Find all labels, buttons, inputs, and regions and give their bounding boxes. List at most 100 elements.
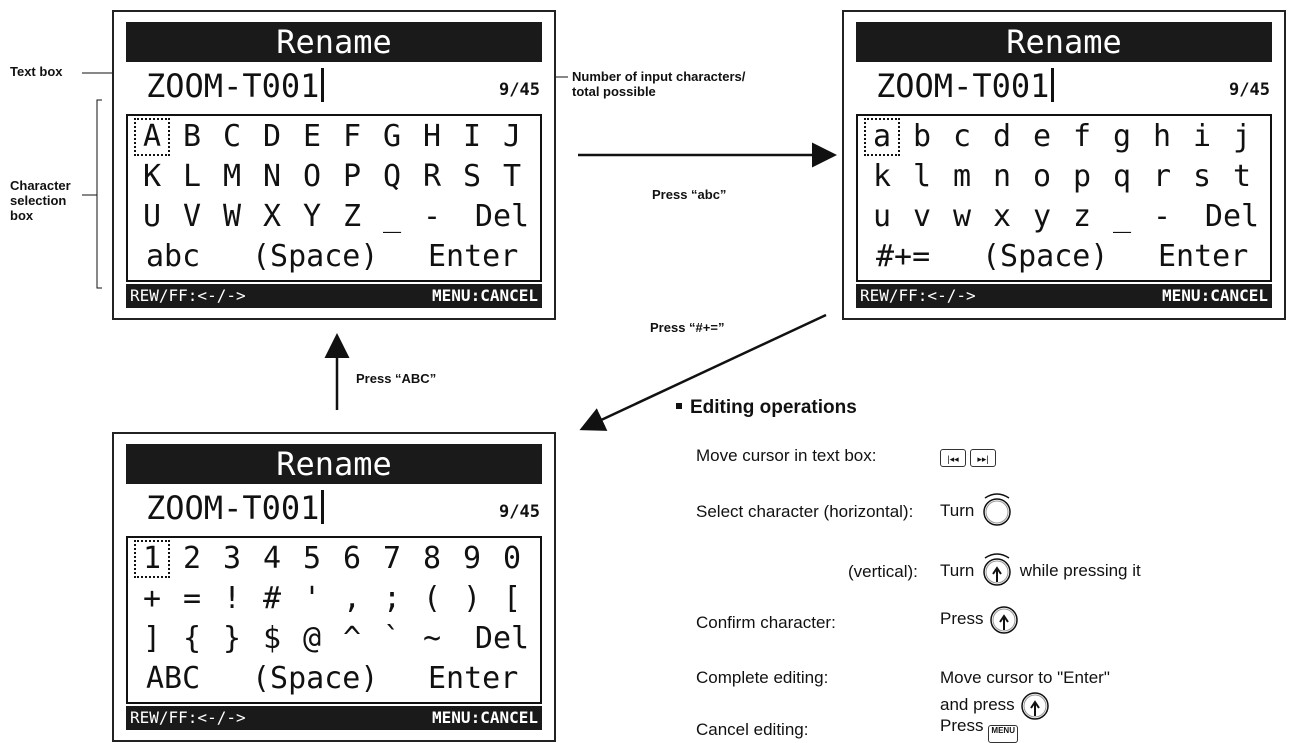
char-key[interactable]: , (342, 581, 362, 616)
char-key[interactable]: 6 (342, 541, 362, 576)
char-key[interactable]: E (302, 119, 322, 154)
char-key[interactable]: J (502, 119, 522, 154)
char-key[interactable]: z (1072, 199, 1092, 234)
char-key[interactable]: ^ (342, 621, 362, 656)
char-key[interactable]: 5 (302, 541, 322, 576)
char-key[interactable]: X (262, 199, 282, 234)
char-key[interactable]: 9 (462, 541, 482, 576)
char-key[interactable]: B (182, 119, 202, 154)
char-key[interactable]: c (952, 119, 972, 154)
char-key[interactable]: L (182, 159, 202, 194)
char-key[interactable]: O (302, 159, 322, 194)
char-key[interactable]: u (872, 199, 892, 234)
char-key[interactable]: 4 (262, 541, 282, 576)
press-sym-label: Press “#+=” (650, 320, 725, 335)
enter-key[interactable]: Enter (428, 239, 519, 274)
char-key[interactable]: r (1152, 159, 1172, 194)
char-key[interactable]: $ (262, 621, 282, 656)
space-key[interactable]: (Space) (982, 239, 1109, 274)
char-key[interactable]: ] (142, 621, 162, 656)
char-key[interactable]: ' (302, 581, 322, 616)
char-key[interactable]: b (912, 119, 932, 154)
char-key[interactable]: } (222, 621, 242, 656)
char-key[interactable]: # (262, 581, 282, 616)
char-key[interactable]: = (182, 581, 202, 616)
char-key[interactable]: U (142, 199, 162, 234)
char-key[interactable]: ) (462, 581, 482, 616)
op-cancel-value: Press MENU (940, 716, 1022, 743)
char-key[interactable]: T (502, 159, 522, 194)
op-cancel-label: Cancel editing: (696, 720, 809, 739)
char-key[interactable]: - (422, 199, 442, 234)
char-key[interactable]: F (342, 119, 362, 154)
char-key[interactable]: 2 (182, 541, 202, 576)
char-key[interactable]: [ (502, 581, 522, 616)
char-key[interactable]: V (182, 199, 202, 234)
char-key[interactable]: g (1112, 119, 1132, 154)
char-key[interactable]: S (462, 159, 482, 194)
char-key[interactable]: s (1192, 159, 1212, 194)
space-key[interactable]: (Space) (252, 239, 379, 274)
enter-key[interactable]: Enter (428, 661, 519, 696)
space-key[interactable]: (Space) (252, 661, 379, 696)
char-key[interactable]: o (1032, 159, 1052, 194)
mode-key[interactable]: #+= (876, 239, 931, 274)
char-key[interactable]: 1 (132, 538, 172, 580)
char-key[interactable]: Del (474, 621, 530, 656)
char-key[interactable]: R (422, 159, 442, 194)
char-key[interactable]: A (132, 116, 172, 158)
char-key[interactable]: Del (474, 199, 530, 234)
char-key[interactable]: Z (342, 199, 362, 234)
char-key[interactable]: @ (302, 621, 322, 656)
char-key[interactable]: d (992, 119, 1012, 154)
char-key[interactable]: e (1032, 119, 1052, 154)
enter-key[interactable]: Enter (1158, 239, 1249, 274)
char-key[interactable]: j (1232, 119, 1252, 154)
char-key[interactable]: x (992, 199, 1012, 234)
char-key[interactable]: n (992, 159, 1012, 194)
char-key[interactable]: D (262, 119, 282, 154)
char-key[interactable]: K (142, 159, 162, 194)
char-key[interactable]: y (1032, 199, 1052, 234)
char-key[interactable]: a (862, 116, 902, 158)
char-key[interactable]: Q (382, 159, 402, 194)
char-key[interactable]: P (342, 159, 362, 194)
char-key[interactable]: m (952, 159, 972, 194)
char-key[interactable]: + (142, 581, 162, 616)
char-key[interactable]: 3 (222, 541, 242, 576)
char-key[interactable]: W (222, 199, 242, 234)
char-key[interactable]: v (912, 199, 932, 234)
char-key[interactable]: ; (382, 581, 402, 616)
char-key[interactable]: f (1072, 119, 1092, 154)
char-key[interactable]: C (222, 119, 242, 154)
op-select-v-value: Turn while pressing it (940, 550, 1141, 588)
char-key[interactable]: - (1152, 199, 1172, 234)
char-key[interactable]: k (872, 159, 892, 194)
char-key[interactable]: ` (382, 621, 402, 656)
char-key[interactable]: H (422, 119, 442, 154)
char-key[interactable]: h (1152, 119, 1172, 154)
char-key[interactable]: ~ (422, 621, 442, 656)
char-key[interactable]: i (1192, 119, 1212, 154)
char-key[interactable]: M (222, 159, 242, 194)
char-key[interactable]: 8 (422, 541, 442, 576)
char-key[interactable]: _ (382, 199, 402, 234)
char-key[interactable]: p (1072, 159, 1092, 194)
char-key[interactable]: t (1232, 159, 1252, 194)
char-key[interactable]: ! (222, 581, 242, 616)
mode-key[interactable]: ABC (146, 661, 201, 696)
char-key[interactable]: w (952, 199, 972, 234)
char-key[interactable]: I (462, 119, 482, 154)
char-key[interactable]: ( (422, 581, 442, 616)
char-key[interactable]: Del (1204, 199, 1260, 234)
char-key[interactable]: 7 (382, 541, 402, 576)
char-key[interactable]: q (1112, 159, 1132, 194)
char-key[interactable]: N (262, 159, 282, 194)
mode-key[interactable]: abc (146, 239, 201, 274)
char-key[interactable]: 0 (502, 541, 522, 576)
char-key[interactable]: { (182, 621, 202, 656)
char-key[interactable]: _ (1112, 199, 1132, 234)
char-key[interactable]: l (912, 159, 932, 194)
char-key[interactable]: Y (302, 199, 322, 234)
char-key[interactable]: G (382, 119, 402, 154)
